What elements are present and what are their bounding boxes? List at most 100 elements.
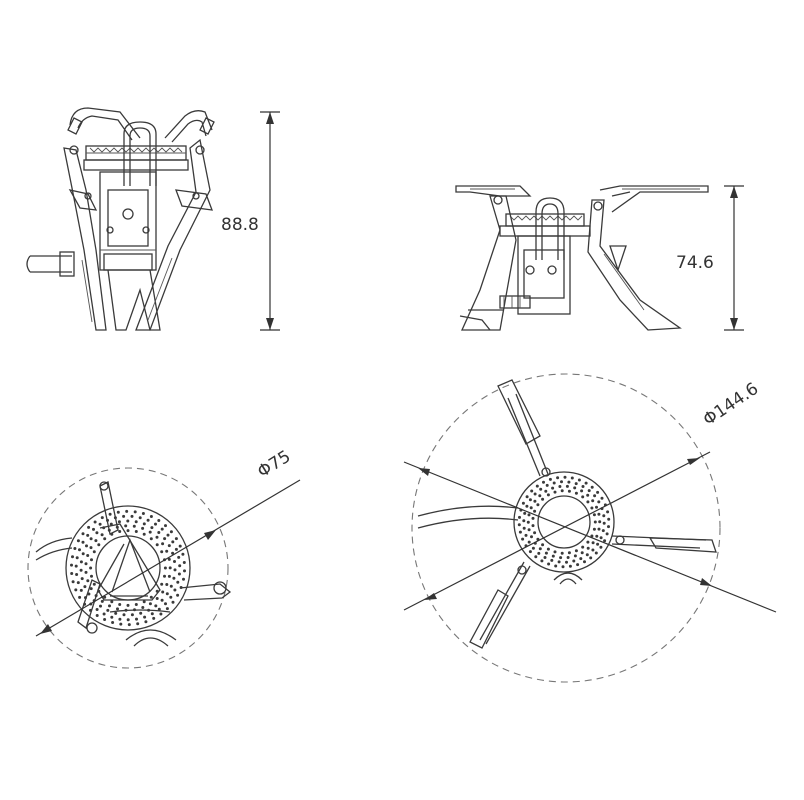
burner-hole [75,556,79,560]
burner-hole [553,550,557,554]
burner-hole [558,485,562,488]
burner-hole [150,612,154,616]
burner-hole [574,549,578,553]
top-view-folded: Φ75 [27,447,301,669]
unfolded-diameter-line [403,461,777,613]
burner-hole [522,519,526,523]
burner-hole [165,549,169,553]
burner-hole [149,537,153,541]
burner-hole [134,603,138,606]
burner-hole [577,478,581,482]
burner-hole [165,607,169,611]
burner-hole [547,562,551,566]
burner-hole [607,517,611,521]
folded-diameter-label: Φ75 [254,447,294,483]
burner-hole [560,551,564,555]
burner-hole [597,527,601,531]
side-burner-head [499,213,591,237]
burner-hole [161,542,165,546]
burner-hole [595,534,599,538]
burner-hole [544,551,548,555]
top-view-unfolded: Φ144.6 [403,373,777,683]
front-legs [63,138,213,331]
burner-hole [163,574,166,578]
burner-hole [573,486,577,490]
burner-hole [171,600,175,604]
burner-hole [79,588,83,592]
front-valve-body [99,171,157,271]
side-legs [459,195,682,331]
burner-hole [71,555,74,559]
burner-hole [559,556,563,560]
burner-hole [590,506,594,510]
burner-hole [583,560,586,564]
fuel-pipe [26,251,75,277]
arm-right [611,535,717,553]
burner-hole [542,480,545,484]
burner-hole [90,558,93,562]
burner-hole [81,532,85,536]
burner-hole [551,554,555,558]
burner-hole [603,539,607,543]
side-wire-handle [535,197,565,260]
burner-hole [119,622,123,626]
burner-hole [126,529,130,533]
burner-hole [534,555,538,559]
burner-hole [525,504,529,508]
burner-hole [169,595,173,599]
burner-hole [86,533,90,537]
burner-hole [587,489,591,493]
burner-hole [100,516,104,520]
burner-hole [134,530,138,533]
burner-hole [601,529,605,533]
burner-hole [80,577,84,581]
burner-hole [581,545,585,549]
burner-hole [133,510,137,514]
burner-hole [136,622,140,626]
burner-hole [565,560,568,564]
burner-hole [157,607,161,611]
burner-hole [579,557,583,561]
burner-hole [526,520,530,524]
burner-hole [589,556,593,560]
burner-hole [586,500,590,504]
burner-hole [546,547,550,551]
burner-hole [74,564,78,568]
burner-hole [130,613,134,617]
burner-hole [585,553,589,557]
burner-hole [597,512,601,516]
burner-hole [172,576,176,580]
burner-hole [148,530,152,534]
burner-hole [527,528,531,532]
burner-hole [99,604,102,608]
burner-hole [537,551,541,555]
burner-hole [155,535,159,539]
burner-hole [110,600,114,604]
burner-hole [586,546,590,550]
side-height-label: 74.6 [676,253,714,273]
burner-hole [160,527,164,531]
burner-hole [143,615,147,619]
burner-hole [173,568,177,572]
burner-hole [165,592,169,596]
burner-hole [166,533,170,537]
burner-hole [160,582,164,586]
folded-diameter-circle [27,467,229,669]
burner-hole [86,554,90,557]
burner-hole [100,533,104,537]
burner-hole [110,615,114,619]
burner-hole [106,608,110,612]
burner-hole [95,531,99,535]
burner-hole [109,522,113,526]
burner-hole [92,527,95,531]
burner-hole [168,566,172,570]
burner-hole [127,623,131,627]
burner-hole [580,551,584,555]
front-height-label: 88.8 [221,215,259,235]
burner-hole [108,604,111,608]
burner-hole [600,496,604,500]
burner-hole [149,595,153,599]
burner-hole [602,514,606,518]
burner-hole [574,482,578,486]
burner-hole [543,556,547,559]
